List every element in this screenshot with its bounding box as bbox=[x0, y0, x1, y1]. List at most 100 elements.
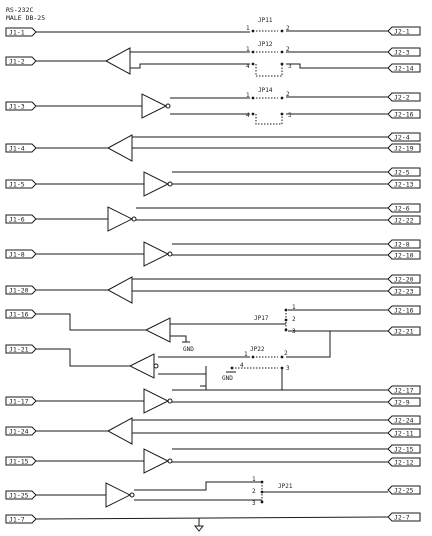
right-connector-21: J2-11 bbox=[387, 428, 421, 438]
left-connector-13: J1-15 bbox=[5, 456, 37, 466]
left-connector-label: J1-6 bbox=[9, 216, 25, 224]
right-connector-13: J2-10 bbox=[387, 250, 421, 260]
net-j1-15 bbox=[36, 448, 388, 474]
inversion-bubble bbox=[167, 458, 173, 464]
jumper-pin: 1 bbox=[246, 46, 250, 53]
right-connector-label: J2-3 bbox=[394, 49, 410, 57]
right-connector-11: J2-22 bbox=[387, 215, 421, 225]
left-connector-label: J1-15 bbox=[9, 458, 29, 466]
jumper-pin: 1 bbox=[246, 92, 250, 99]
left-connector-label: J1-16 bbox=[9, 311, 29, 319]
right-connector-12: J2-8 bbox=[387, 239, 421, 249]
right-connector-label: J2-20 bbox=[394, 276, 414, 284]
right-connector-16: J2-16 bbox=[387, 305, 421, 315]
left-connector-label: J1-3 bbox=[9, 103, 25, 111]
left-connector-label: J1-17 bbox=[9, 398, 29, 406]
net-j1-6 bbox=[36, 206, 388, 232]
right-connector-2: J2-3 bbox=[387, 47, 421, 57]
right-connector-14: J2-20 bbox=[387, 274, 421, 284]
right-connector-label: J2-19 bbox=[394, 145, 414, 153]
buffer-right bbox=[143, 388, 170, 414]
jumper-label: JP17 bbox=[254, 315, 269, 322]
right-connector-label: J2-1 bbox=[394, 28, 410, 36]
jumper-pin: 3 bbox=[288, 112, 292, 119]
right-connector-22: J2-15 bbox=[387, 444, 421, 454]
left-connector-8: J1-20 bbox=[5, 285, 37, 295]
left-connector-label: J1-21 bbox=[9, 346, 29, 354]
inversion-bubble bbox=[167, 251, 173, 257]
inversion-bubble bbox=[165, 103, 171, 109]
jumper-pin: 2 bbox=[292, 316, 296, 323]
left-connector-11: J1-17 bbox=[5, 396, 37, 406]
jumper-pin: 3 bbox=[252, 500, 256, 507]
right-connector-5: J2-16 bbox=[387, 109, 421, 119]
right-connector-25: J2-7 bbox=[387, 512, 421, 522]
left-connector-label: J1-25 bbox=[9, 492, 29, 500]
right-connector-15: J2-23 bbox=[387, 286, 421, 296]
header-line-1: RS-232C bbox=[6, 6, 33, 14]
buffer-right bbox=[143, 241, 170, 267]
jumper-pin: 1 bbox=[252, 476, 256, 483]
left-connector-12: J1-24 bbox=[5, 426, 37, 436]
left-connector-6: J1-6 bbox=[5, 214, 37, 224]
left-connector-label: J1-1 bbox=[9, 29, 25, 37]
jumper-label: JP21 bbox=[278, 483, 293, 490]
jumper-label: JP11 bbox=[258, 17, 273, 24]
gnd-label: GND bbox=[222, 375, 233, 382]
jumper-pin: 2 bbox=[284, 350, 288, 357]
right-connector-18: J2-17 bbox=[387, 385, 421, 395]
jumper-pin: 2 bbox=[286, 25, 290, 32]
jumper-label: JP22 bbox=[250, 346, 265, 353]
jumper-label: JP14 bbox=[258, 87, 273, 94]
right-connector-4: J2-2 bbox=[387, 92, 421, 102]
inversion-bubble bbox=[167, 398, 173, 404]
buffer-left bbox=[106, 276, 133, 304]
right-connector-23: J2-12 bbox=[387, 457, 421, 467]
right-connector-17: J2-21 bbox=[387, 326, 421, 336]
inversion-bubble bbox=[131, 216, 137, 222]
right-connector-label: J2-16 bbox=[394, 307, 414, 315]
left-connector-2: J1-2 bbox=[5, 56, 37, 66]
jumper-pin: 2 bbox=[286, 91, 290, 98]
ground-icon bbox=[193, 525, 205, 532]
buffer-left bbox=[104, 47, 131, 75]
net-j1-2 bbox=[36, 47, 388, 77]
left-connector-4: J1-4 bbox=[5, 143, 37, 153]
left-connector-label: J1-2 bbox=[9, 58, 25, 66]
right-connector-label: J2-9 bbox=[394, 399, 410, 407]
right-connector-label: J2-12 bbox=[394, 459, 414, 467]
right-connector-1: J2-1 bbox=[387, 26, 421, 36]
right-connector-10: J2-6 bbox=[387, 203, 421, 213]
buffer-right bbox=[105, 482, 132, 508]
right-connector-9: J2-13 bbox=[387, 179, 421, 189]
net-j1-7 bbox=[35, 516, 389, 532]
left-connector-14: J1-25 bbox=[5, 490, 37, 500]
net-j1-24 bbox=[36, 417, 388, 445]
left-connector-15: J1-7 bbox=[5, 514, 37, 524]
right-connector-label: J2-6 bbox=[394, 205, 410, 213]
jumper-pin: 3 bbox=[286, 365, 290, 372]
right-connector-label: J2-24 bbox=[394, 417, 414, 425]
left-connector-label: J1-24 bbox=[9, 428, 29, 436]
left-connector-10: J1-21 bbox=[5, 344, 37, 354]
inversion-bubble bbox=[153, 363, 159, 369]
right-connector-label: J2-23 bbox=[394, 288, 414, 296]
jumper-pin: 2 bbox=[286, 46, 290, 53]
right-connector-label: J2-4 bbox=[394, 134, 410, 142]
right-connector-label: J2-25 bbox=[394, 487, 414, 495]
right-connector-label: J2-15 bbox=[394, 446, 414, 454]
buffer-left bbox=[144, 317, 171, 343]
right-connector-20: J2-24 bbox=[387, 415, 421, 425]
right-connector-7: J2-19 bbox=[387, 143, 421, 153]
buffer-right bbox=[141, 93, 168, 119]
buffer-left bbox=[106, 417, 133, 445]
jumper-label: JP12 bbox=[258, 41, 273, 48]
left-connector-label: J1-5 bbox=[9, 181, 25, 189]
right-connector-24: J2-25 bbox=[387, 485, 421, 495]
right-connector-label: J2-21 bbox=[394, 328, 414, 336]
net-j1-4 bbox=[36, 134, 388, 162]
jumper-pin: 2 bbox=[252, 488, 256, 495]
header-line-2: MALE DB-25 bbox=[6, 14, 45, 22]
jumper-pin: 1 bbox=[246, 25, 250, 32]
